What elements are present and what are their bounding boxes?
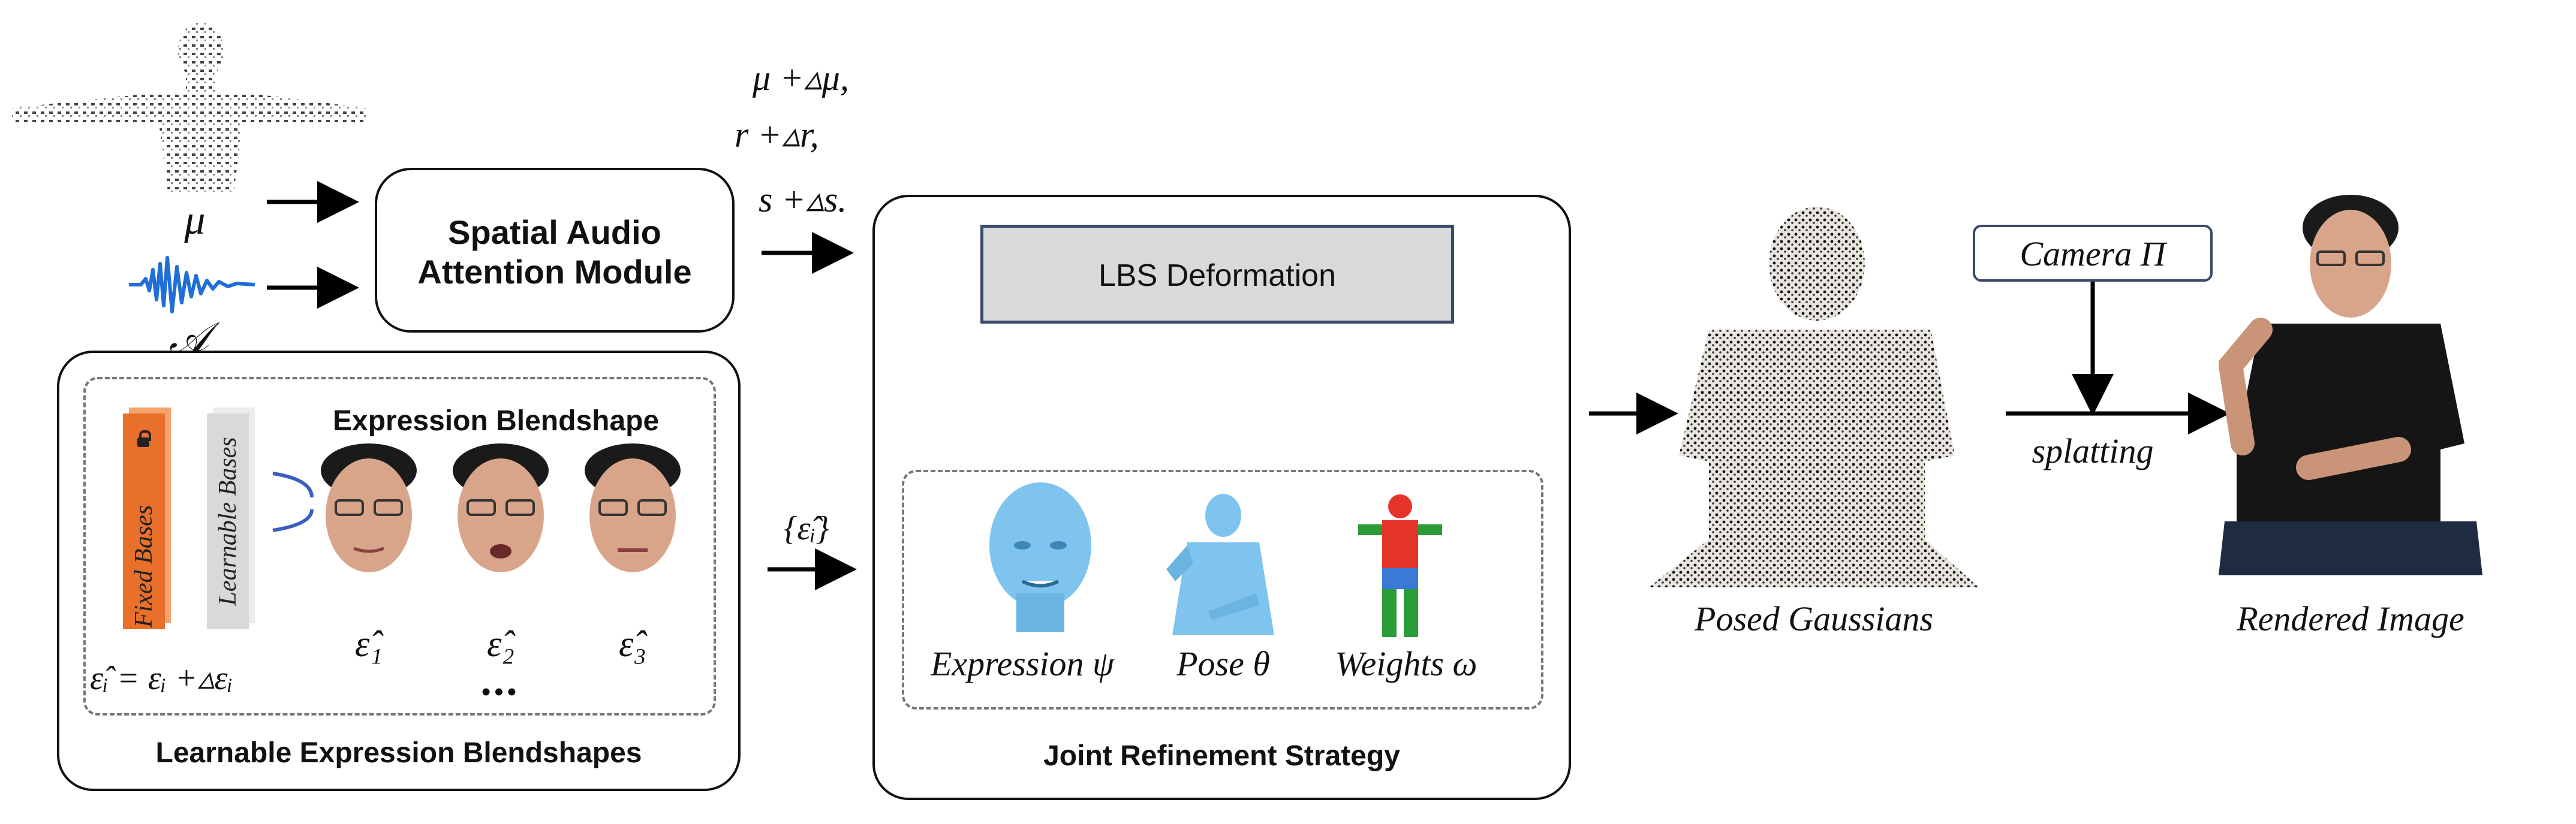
lbs-deformation-box: LBS Deformation: [980, 225, 1454, 324]
epsilon-set-label: {ε̂ᵢ}: [784, 510, 829, 547]
bracket-upper: [272, 472, 314, 498]
camera-label: Camera Π: [2020, 234, 2166, 273]
pose-mesh-body: [1154, 491, 1292, 641]
camera-box: Camera Π: [1973, 225, 2213, 282]
posed-gaussians-image: [1643, 204, 1985, 587]
lock-shackle: [139, 430, 151, 441]
face-2-image: [447, 443, 555, 593]
expression-label: Expression ψ: [930, 644, 1115, 683]
pose-label: Pose θ: [1176, 644, 1270, 683]
fixed-bases-bar: Fixed Bases: [123, 413, 165, 629]
splatting-label: splatting: [2032, 431, 2154, 470]
rendered-image: [2219, 186, 2482, 575]
bracket-lower: [272, 509, 314, 532]
lbs-deformation-label: LBS Deformation: [1099, 258, 1336, 293]
blendshape-panel-caption: Learnable Expression Blendshapes: [155, 737, 642, 769]
offset-mu: μ +▵μ,: [753, 58, 849, 98]
blendshape-dashed-region: [83, 377, 716, 716]
weights-mesh-body: [1358, 491, 1442, 641]
face-3-image: [579, 443, 687, 593]
expression-blendshape-header: Expression Blendshape: [333, 405, 660, 437]
face-3-label: ε̂₃: [619, 624, 646, 665]
expression-mesh-head: [983, 479, 1097, 635]
offset-r: r +▵r,: [735, 115, 819, 155]
face-1-image: [315, 443, 423, 593]
spatial-audio-attention-module: Spatial Audio Attention Module: [375, 168, 735, 333]
face-1-label: ε̂₁: [355, 624, 383, 665]
point-cloud-figure: [6, 18, 372, 198]
blendshape-formula: ε̂ᵢ = εᵢ +▵εᵢ: [90, 660, 233, 697]
module-title-line2: Attention Module: [417, 253, 692, 291]
rendered-image-label: Rendered Image: [2237, 599, 2464, 638]
face-2-label: ε̂₂: [487, 624, 514, 665]
joint-panel-caption: Joint Refinement Strategy: [1043, 740, 1400, 772]
mu-label: μ: [184, 197, 206, 243]
module-title-line1: Spatial Audio: [448, 213, 661, 251]
offset-s: s +▵s.: [759, 180, 847, 219]
ellipsis-dots: •••: [481, 677, 520, 707]
learnable-bases-bar: Learnable Bases: [207, 413, 249, 629]
audio-waveform-icon: [129, 252, 255, 318]
posed-gaussians-label: Posed Gaussians: [1695, 599, 1933, 638]
weights-label: Weights ω: [1335, 644, 1477, 683]
joint-dashed-region: [902, 470, 1543, 710]
